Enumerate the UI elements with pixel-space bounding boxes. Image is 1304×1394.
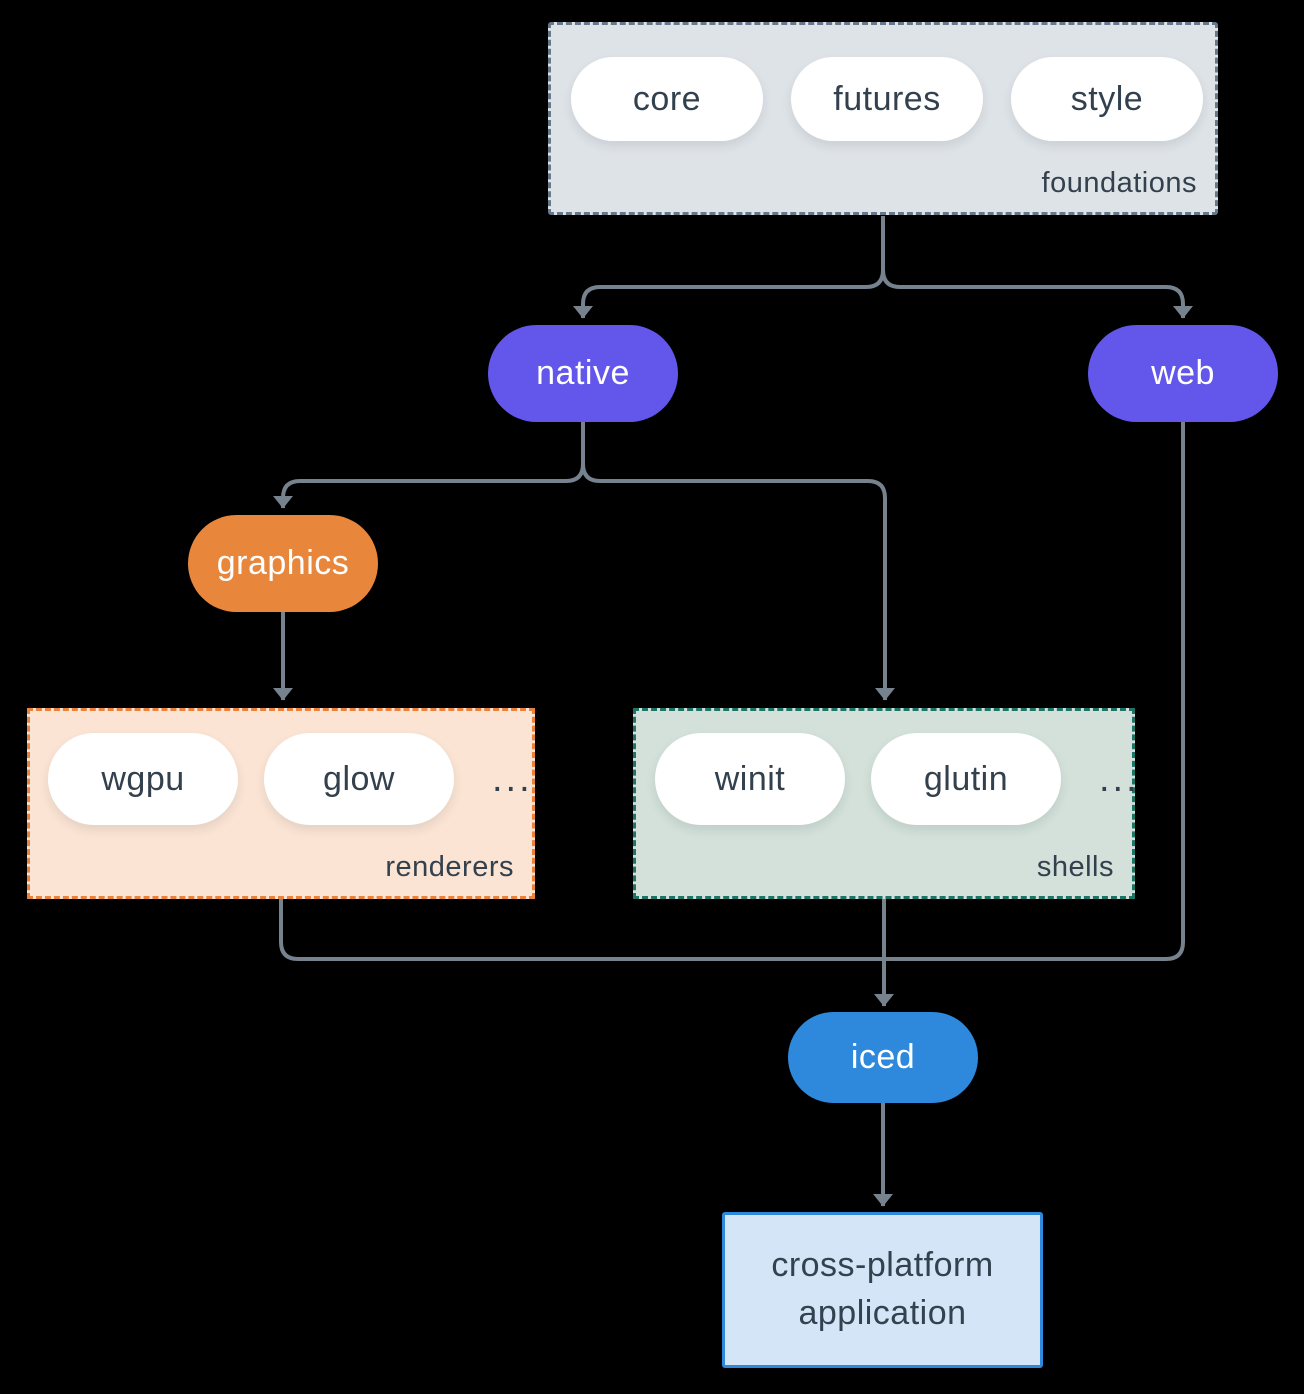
node-iced: iced — [788, 1012, 978, 1103]
node-graphics: graphics — [188, 515, 378, 612]
group-renderers: wgpu glow ... renderers — [27, 708, 535, 899]
node-futures: futures — [791, 57, 983, 141]
renderers-label: renderers — [385, 851, 514, 883]
edge-foundations-web — [881, 216, 1193, 319]
application-label-line2: application — [798, 1294, 967, 1332]
edge-foundations-native — [573, 216, 885, 319]
edge-renderers-merge — [279, 899, 884, 961]
group-foundations: core futures style foundations — [548, 22, 1218, 215]
node-native: native — [488, 325, 678, 422]
node-style: style — [1011, 57, 1203, 141]
group-shells: winit glutin ... shells — [633, 708, 1137, 899]
edge-native-graphics — [273, 422, 585, 509]
node-wgpu: wgpu — [48, 733, 238, 825]
renderers-pill-row: wgpu glow ... — [48, 733, 533, 825]
node-core: core — [571, 57, 763, 141]
shells-ellipsis: ... — [1099, 757, 1140, 800]
node-glow: glow — [264, 733, 454, 825]
renderers-ellipsis: ... — [492, 757, 533, 800]
node-glutin: glutin — [871, 733, 1061, 825]
foundations-label: foundations — [1041, 167, 1197, 199]
application-label-line1: cross-platform — [771, 1246, 994, 1285]
node-cross-platform-application: cross-platform application — [722, 1212, 1043, 1368]
shells-pill-row: winit glutin ... — [655, 733, 1140, 825]
node-web: web — [1088, 325, 1278, 422]
shells-label: shells — [1036, 851, 1114, 883]
foundations-pill-row: core futures style — [571, 57, 1203, 141]
edge-native-shells — [581, 422, 895, 701]
node-winit: winit — [655, 733, 845, 825]
